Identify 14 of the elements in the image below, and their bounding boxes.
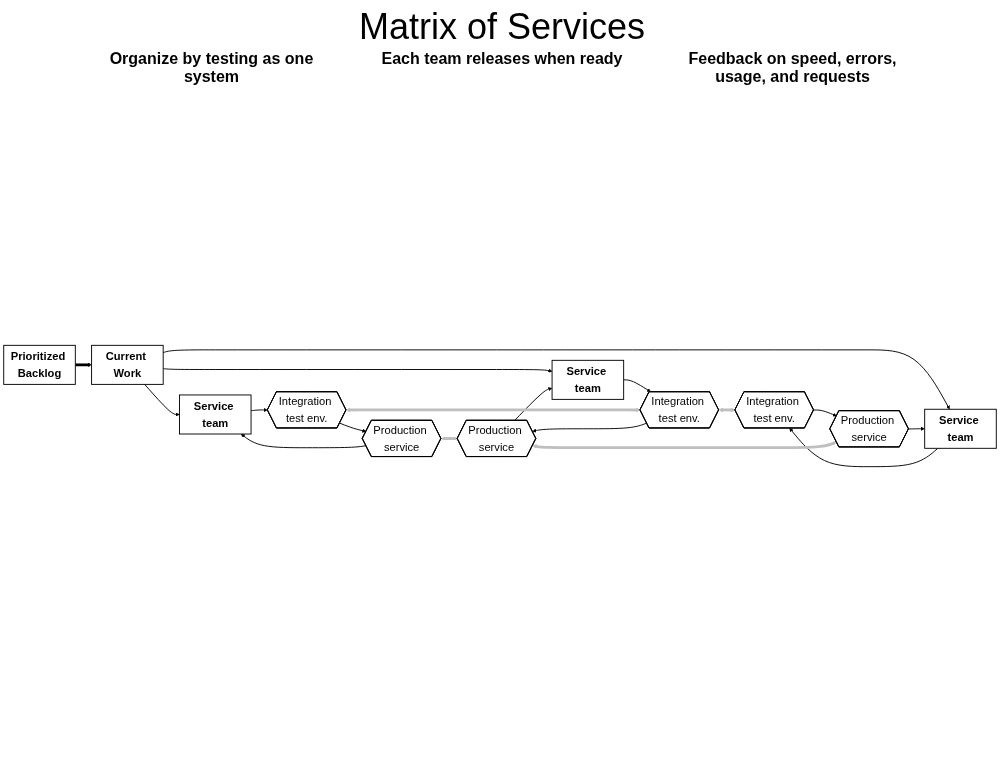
note-text: Feedback on speed, errors, usage, and requests: [687, 50, 898, 86]
arrow: [441, 436, 458, 441]
node-box: Service team: [551, 359, 625, 400]
arrow: [718, 407, 736, 412]
node-box: Service team: [179, 394, 252, 435]
arrow: [346, 407, 641, 412]
note-text: Each team releases when ready: [381, 50, 623, 69]
node-box: Service team: [924, 408, 997, 449]
arrow: [75, 362, 92, 367]
arrow: [532, 441, 837, 450]
node-box: Current Work: [91, 344, 164, 385]
note-text: Organize by testing as one system: [108, 50, 315, 86]
diagram-title: Matrix of Services: [357, 6, 647, 48]
node-box: Prioritized Backlog: [3, 344, 76, 385]
